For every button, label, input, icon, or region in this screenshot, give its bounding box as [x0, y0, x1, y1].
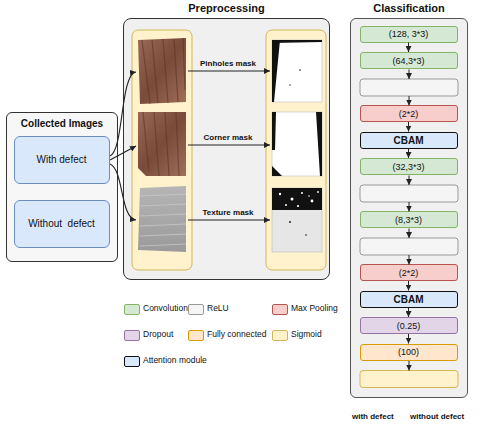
box-label: (100) — [398, 347, 419, 357]
mask-label: Texture mask — [188, 208, 268, 217]
box-label: CBAM — [394, 294, 424, 305]
conv-block: (32,3*3) — [360, 158, 458, 175]
legend-text: Max Pooling — [291, 303, 338, 313]
legend-swatch — [124, 330, 140, 341]
box-label: (8,3*3) — [395, 215, 422, 225]
box-label: CBAM — [394, 135, 424, 146]
dropout-block: (0.25) — [360, 317, 458, 334]
box-label: With defect — [36, 154, 86, 165]
panel-heading: Collected Images — [7, 118, 117, 129]
legend-swatch — [272, 330, 288, 341]
legend-text: Convolution — [143, 303, 188, 313]
legend-text: ReLU — [207, 303, 229, 313]
legend-swatch — [124, 356, 140, 367]
attention-block: CBAM — [360, 132, 458, 149]
box-label: (32,3*3) — [392, 162, 424, 172]
legend-swatch — [124, 304, 140, 315]
legend-swatch — [272, 304, 288, 315]
box-label: (2*2) — [399, 109, 419, 119]
box-label: (0.25) — [397, 321, 421, 331]
pool-block: (2*2) — [360, 264, 458, 281]
legend-swatch — [188, 330, 204, 341]
class-box: Without defect — [14, 200, 110, 248]
conv-block: (64,3*3) — [360, 52, 458, 69]
mask-label: Pinholes mask — [188, 59, 268, 68]
legend-text: Dropout — [143, 329, 173, 339]
box-label: (2*2) — [399, 268, 419, 278]
pool-block: (2*2) — [360, 105, 458, 122]
mask-label: Corner mask — [188, 133, 268, 142]
panel-heading: Classification — [351, 2, 467, 14]
legend-swatch — [188, 304, 204, 315]
dense-block: (100) — [360, 344, 458, 361]
output-label: without defect — [410, 412, 464, 421]
box-label: Without defect — [28, 218, 95, 229]
legend-text: Sigmoid — [291, 329, 322, 339]
class-box: With defect — [14, 136, 110, 184]
stage-panel: Preprocessing — [123, 18, 330, 280]
attention-block: CBAM — [360, 291, 458, 308]
group-box: Collected ImagesWith defectWithout defec… — [6, 112, 118, 262]
box-label: (64,3*3) — [392, 56, 424, 66]
legend-text: Attention module — [143, 355, 207, 365]
panel-heading: Preprocessing — [124, 2, 329, 14]
box-label: (128, 3*3) — [389, 29, 429, 39]
conv-block: (8,3*3) — [360, 211, 458, 228]
conv-block: (128, 3*3) — [360, 26, 458, 43]
output-label: with defect — [352, 412, 394, 421]
legend-text: Fully connected — [207, 329, 267, 339]
stage-panel: Classification(128, 3*3)(64,3*3)(2*2)CBA… — [350, 18, 468, 398]
